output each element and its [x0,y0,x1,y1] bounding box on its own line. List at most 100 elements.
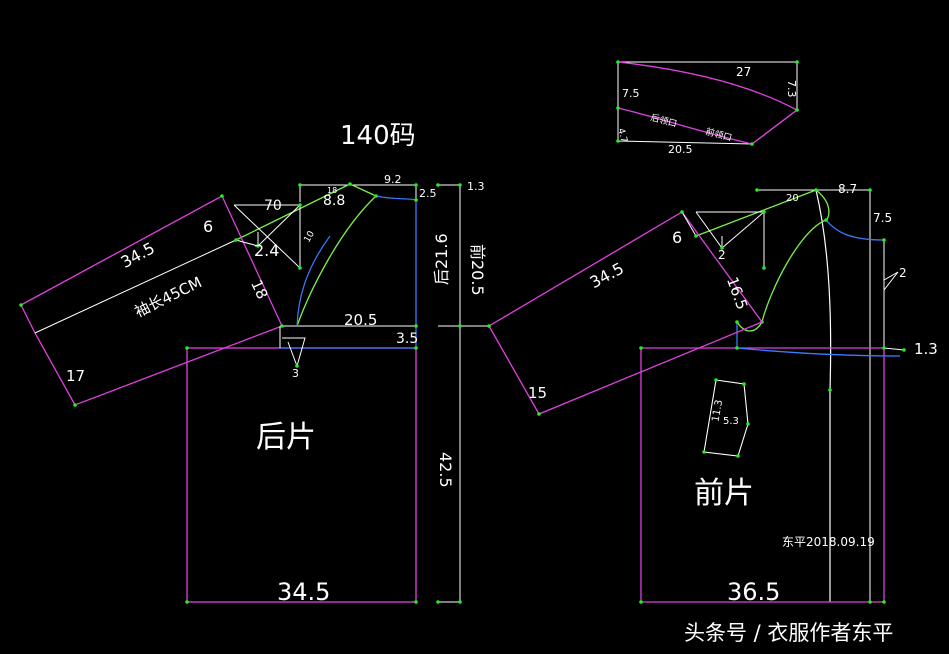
collar-point [795,60,799,64]
front-side-dart [883,271,899,291]
front-sleeve-outline [488,211,764,415]
back-sleeve-cap-triangle [233,204,301,270]
back-dart-lower-label: 3 [292,367,299,380]
back-sleeve-point [19,303,23,307]
front-point [702,450,706,454]
back-point [414,600,418,604]
front-point [639,346,643,350]
back-armhole-inner [296,235,331,327]
collar-front-neck-label: 前领口 [704,125,733,144]
front-body-outline [640,347,885,603]
collar-left-label: 7.5 [622,87,640,100]
front-center-guide [815,189,832,602]
front-point [735,320,739,324]
front-neck-small-label: 20 [786,193,799,204]
front-sleeve-point [694,234,698,238]
front-sleeve-cuff-label: 15 [528,384,547,402]
back-sleeve-pattern: 34.5 袖长45CM 6 70 2.4 10 18 17 3 [19,194,317,407]
back-sleeve-cap-height-label: 70 [264,198,282,214]
back-point [185,600,189,604]
front-point [714,378,718,382]
collar-bottom-curve [617,107,753,145]
front-point [902,348,906,352]
back-point [414,198,418,202]
back-side-ext-label: 3.5 [396,331,418,347]
back-body-outline [186,347,417,603]
front-sleeve-point [487,324,491,328]
collar-top-label: 27 [736,65,751,79]
front-point [868,600,872,604]
back-sleeve-side-label: 18 [247,277,271,302]
collar-bottom-label: 20.5 [668,143,693,156]
front-neck-curve [825,219,885,241]
front-neck-width-label: 8.7 [838,182,857,196]
front-pocket-w-label: 5.3 [723,416,739,427]
front-point [755,188,759,192]
collar-point [616,139,620,143]
front-point [882,346,886,350]
back-shoulder-label: 8.8 [323,193,345,209]
back-point [185,346,189,350]
back-neck-small-label: 18 [327,186,337,195]
collar-point [750,142,754,146]
front-pocket-h-label: 11.3 [710,399,725,423]
back-neck-rise-label: 1.3 [467,180,485,193]
back-sleeve-point [298,266,302,270]
back-sleeve-point [73,403,77,407]
front-hem-tip [883,347,905,351]
back-sleeve-cap-dart [257,204,301,247]
front-point [742,382,746,386]
front-point [735,346,739,350]
back-armhole-curve [296,195,377,327]
back-sleeve-point [220,194,224,198]
back-armhole-depth-label: 后21.6 [432,233,451,285]
back-underarm-dart [282,337,306,368]
front-point [882,238,886,242]
collar-back-neck-label: 后领口 [649,111,678,130]
back-point [348,182,352,186]
front-point [824,218,828,222]
back-shoulder-drop-label: 2.5 [419,187,437,200]
front-neck-depth-label: 7.5 [873,211,892,225]
front-label: 前片 [694,476,754,511]
front-hem-seam [736,347,901,357]
collar-top-curve [617,61,798,111]
collar-right-line [751,109,798,145]
back-body-pattern: 后片 34.5 42.5 后21.6 20.5 3.5 2.5 9.2 1.3 … [185,173,490,606]
front-sleeve-cap-dart-label: 2 [718,248,726,262]
back-point [436,183,440,187]
front-sleeve-cap-triangle [695,211,766,249]
front-point [736,454,740,458]
back-point [414,346,418,350]
watermark: 头条号 / 衣服作者东平 [684,621,893,645]
front-sleeve-point [537,412,541,416]
front-width-label: 36.5 [727,578,780,606]
back-sleeve-center-line [34,239,237,334]
front-sleeve-cap-label: 6 [672,228,682,247]
back-sleeve-point [298,203,302,207]
signature: 东平2018.09.19 [782,535,875,549]
front-body-pattern: 前片 36.5 前20.5 8.7 7.5 20 1.3 2 11.3 5.3 … [468,182,938,606]
front-sleeve-point [762,266,766,270]
back-sleeve-point [280,324,284,328]
back-sleeve-point [234,238,238,242]
collar-point [616,106,620,110]
back-sleeve-cap-dart [235,239,259,247]
back-point [414,183,418,187]
front-armhole-curve [736,189,830,332]
collar-pattern: 27 7.5 7.3 4.7 20.5 后领口 前领口 [615,60,799,156]
back-neck-width-label: 9.2 [384,173,402,186]
back-sleeve-top-label: 34.5 [118,238,158,272]
back-sleeve-cap-label: 6 [203,217,213,236]
front-side-dart-label: 2 [899,266,907,280]
back-point [458,324,462,328]
front-sleeve-top-label: 34.5 [587,259,627,293]
back-length-label: 42.5 [436,452,455,488]
collar-right-label: 7.3 [785,80,798,98]
front-sleeve-side-label: 16.5 [723,274,751,312]
back-sleeve-cap-side-label: 10 [303,229,318,244]
back-point [298,183,302,187]
front-point [746,422,750,426]
back-sleeve-cuff-label: 17 [66,367,85,385]
